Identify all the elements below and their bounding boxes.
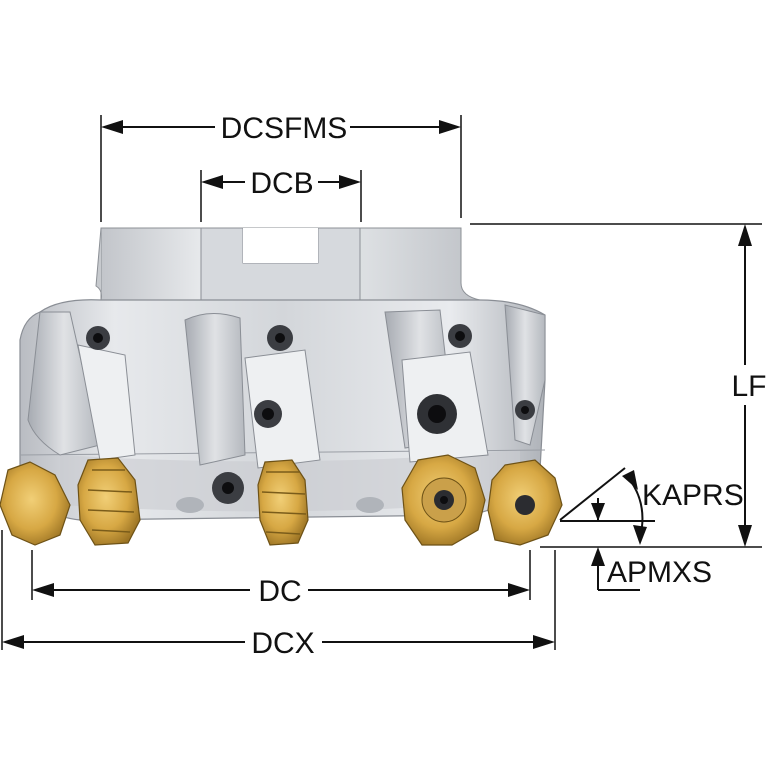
dim-dcb: DCB [201, 167, 361, 200]
label-apmxs: APMXS [607, 556, 712, 589]
insert-pocket-1 [27, 311, 136, 461]
dim-lf: LF [731, 224, 767, 547]
label-dcsfms: DCSFMS [221, 112, 348, 145]
dim-dcx: DCX [2, 627, 555, 660]
clamp-screws [86, 324, 535, 504]
label-dcb: DCB [250, 167, 313, 200]
insert-pocket-2 [184, 313, 321, 469]
label-kaprs: KAPRS [642, 479, 744, 512]
label-dcx: DCX [251, 627, 314, 660]
insert-front-1 [77, 457, 141, 546]
insert-front-2 [257, 459, 309, 546]
dim-apmxs: APMXS [591, 498, 712, 591]
dim-kaprs: KAPRS [559, 467, 744, 545]
label-lf: LF [731, 370, 766, 403]
label-dc: DC [258, 575, 301, 608]
dimension-annotations: DCSFMS DCB LF KAPRS [1, 112, 767, 660]
insert-front-3 [401, 454, 486, 546]
insert-right-edge [487, 459, 563, 546]
cutting-inserts [0, 454, 563, 546]
insert-left-edge [0, 461, 71, 546]
dim-dcsfms: DCSFMS [101, 112, 461, 145]
dim-dc: DC [32, 575, 530, 608]
